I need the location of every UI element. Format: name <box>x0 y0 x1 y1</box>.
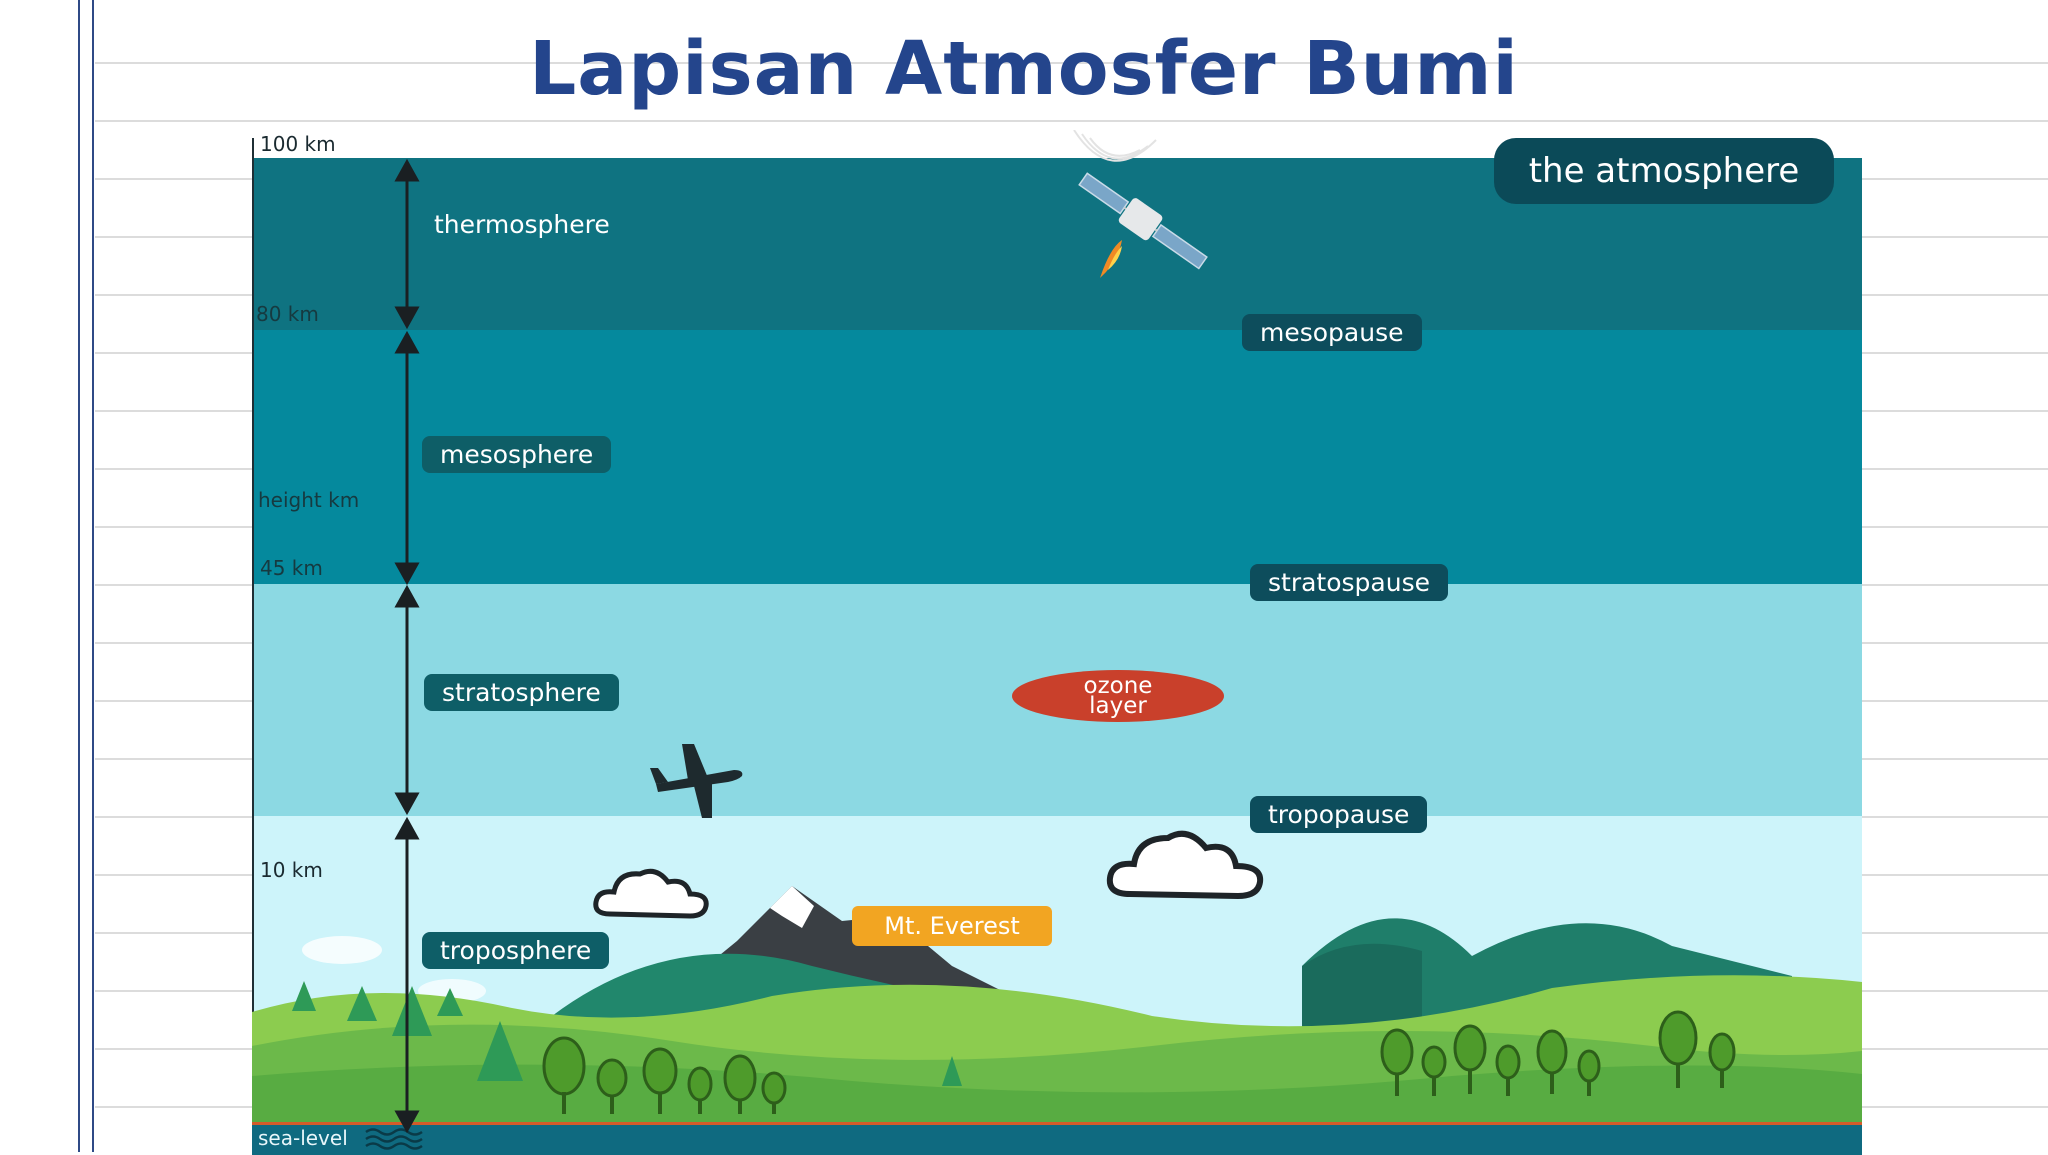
satellite-icon <box>1073 130 1208 278</box>
margin-line <box>92 0 94 1152</box>
height-label: height km <box>258 488 360 512</box>
tropopause-label: tropopause <box>1250 796 1428 833</box>
axis-line <box>252 138 254 1152</box>
wave-icon <box>365 1128 423 1150</box>
atmosphere-badge: the atmosphere <box>1494 138 1834 204</box>
margin-line <box>78 0 80 1152</box>
km-label-100: 100 km <box>260 132 336 156</box>
everest-label: Mt. Everest <box>852 906 1052 946</box>
ozone-text-line2: layer <box>1089 693 1147 719</box>
ruled-line <box>95 120 2048 122</box>
arrow-icon <box>394 158 420 1134</box>
tree-trunks <box>562 1064 1724 1114</box>
mesopause-label: mesopause <box>1242 314 1422 351</box>
sea-level-bar <box>252 1122 1862 1155</box>
stratosphere-label: stratosphere <box>424 674 619 711</box>
ozone-layer: ozone layer <box>1012 670 1224 722</box>
km-label-45: 45 km <box>260 556 323 580</box>
troposphere-label: troposphere <box>422 932 610 969</box>
mesosphere-label: mesosphere <box>422 436 612 473</box>
thermosphere-label: thermosphere <box>434 210 610 239</box>
ruled-line <box>95 62 2048 64</box>
sea-level-label: sea-level <box>258 1126 348 1150</box>
km-label-10: 10 km <box>260 858 323 882</box>
stratospause-label: stratospause <box>1250 564 1448 601</box>
page-title: Lapisan Atmosfer Bumi <box>529 26 1519 112</box>
km-label-80: 80 km <box>256 302 319 326</box>
tree-icon <box>542 1010 1736 1105</box>
cloud-icon <box>593 868 709 919</box>
atmosphere-diagram: 100 km 80 km height km 45 km 10 km sea-l… <box>252 130 1862 1155</box>
tree-icon <box>292 981 962 1086</box>
ozone-text-line1: ozone <box>1083 673 1153 699</box>
airplane-icon <box>650 744 743 818</box>
landscape <box>252 886 1862 1122</box>
cloud-icon <box>1106 830 1264 900</box>
